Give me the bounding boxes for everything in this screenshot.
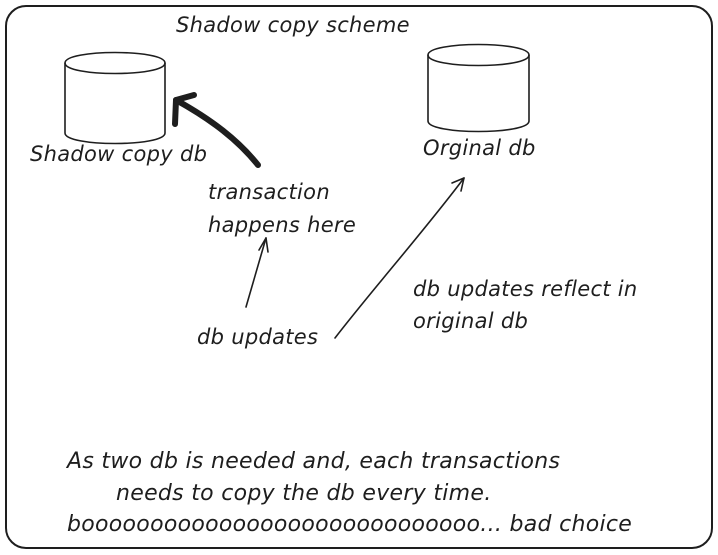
diagram-frame (5, 5, 713, 549)
arrow-updates-to-transaction (245, 237, 269, 308)
shadow-db-label: Shadow copy db (30, 142, 207, 166)
conclusion-line1: As two db is needed and, each transactio… (65, 449, 560, 474)
conclusion-line2: needs to copy the db every time. (116, 481, 492, 506)
shadow-db-cylinder (64, 51, 166, 145)
arrow-updates-to-original-db (334, 177, 465, 339)
transaction-label-line1: transaction (208, 180, 330, 204)
original-db-label: Orginal db (423, 136, 536, 160)
transaction-label-line2: happens here (208, 213, 356, 237)
diagram-title: Shadow copy scheme (176, 13, 410, 37)
thick-arrow-to-shadow-db (172, 92, 261, 168)
conclusion-line3: booooooooooooooooooooooooooooo... bad ch… (67, 512, 632, 537)
reflect-note-line2: original db (413, 309, 528, 333)
original-db-cylinder (427, 43, 530, 133)
db-updates-label: db updates (197, 325, 318, 349)
reflect-note-line1: db updates reflect in (413, 277, 638, 301)
